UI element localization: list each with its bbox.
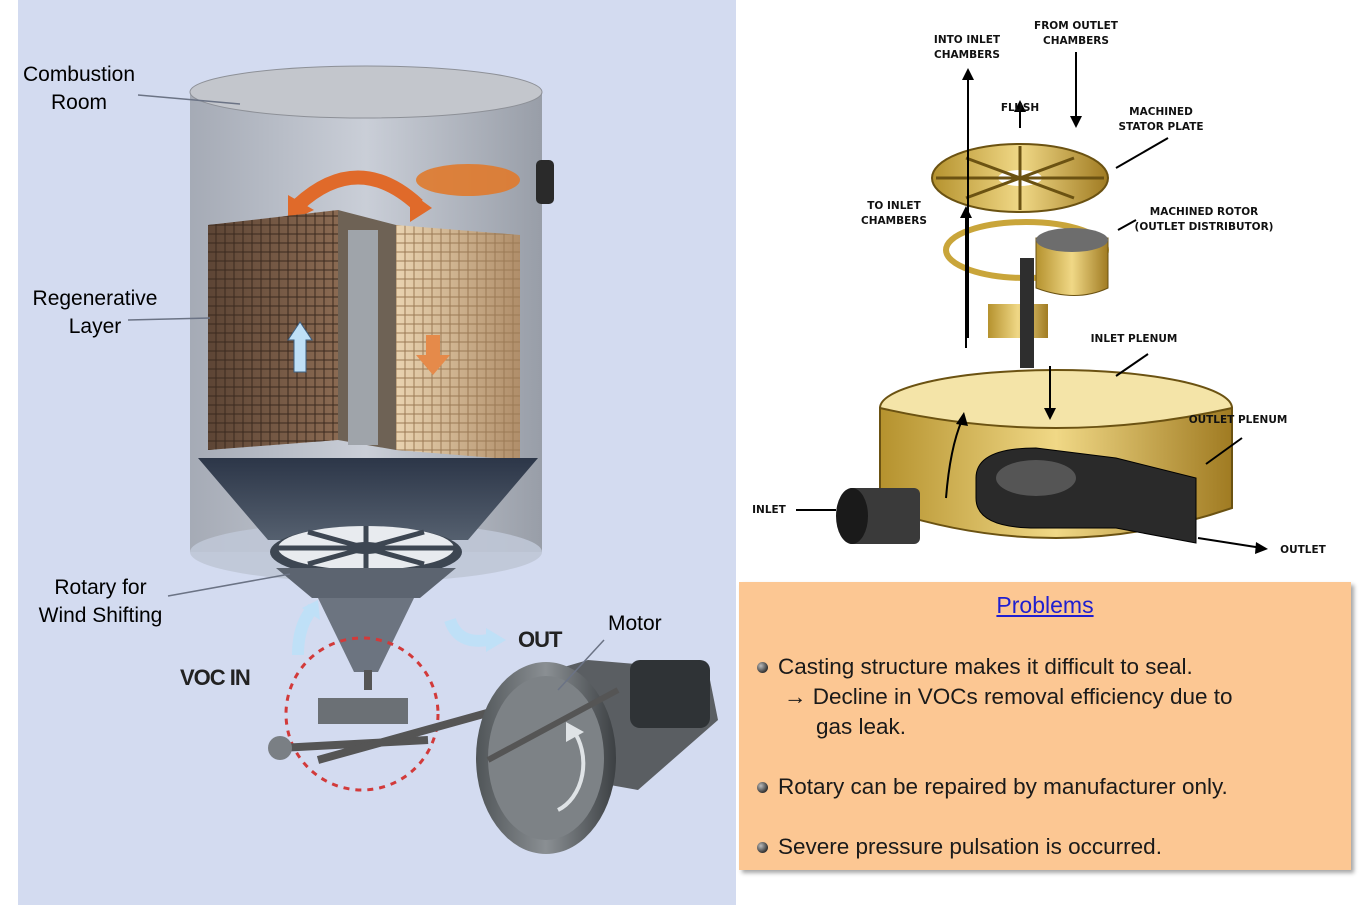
plenum-cone	[198, 458, 538, 540]
regenerative-bed	[208, 210, 520, 460]
rto-diagram-panel: Combustion Room Regenerative Layer Rotar…	[18, 0, 736, 905]
inlet-plenum-label: INLET PLENUM	[1091, 333, 1178, 345]
from-outlet-label-line2: CHAMBERS	[1043, 35, 1109, 47]
downflow-arrow-icon	[416, 335, 450, 375]
outlet-label: OUTLET	[1280, 544, 1326, 556]
rotary-valve-exploded-diagram: INTO INLET CHAMBERS FROM OUTLET CHAMBERS…	[736, 8, 1352, 578]
problems-panel: Problems Casting structure makes it diff…	[739, 582, 1351, 870]
detail-highlight-circle	[284, 636, 440, 792]
problem-item-1-sub-line2: gas leak.	[816, 714, 907, 739]
bullet-icon	[757, 842, 768, 853]
voc-in-label: VOC IN	[180, 665, 251, 690]
to-inlet-label-line1: TO INLET	[867, 200, 921, 212]
stator-label-line1: MACHINED	[1129, 106, 1193, 118]
rotor-icon	[943, 219, 1109, 368]
inlet-label: INLET	[752, 504, 787, 516]
rotor-label-line1: MACHINED ROTOR	[1150, 206, 1259, 218]
from-outlet-label-line1: FROM OUTLET	[1034, 20, 1119, 32]
outlet-plenum-icon	[975, 447, 1197, 544]
out-label: OUT	[518, 627, 562, 652]
rotary-label: Rotary for Wind Shifting	[38, 576, 163, 627]
stator-plate-icon	[931, 143, 1109, 213]
to-inlet-label-line2: CHAMBERS	[861, 215, 927, 227]
stator-label-line2: STATOR PLATE	[1118, 121, 1203, 133]
drive-linkage	[279, 670, 500, 764]
flow-arrows	[796, 52, 1263, 549]
problem-item-3: Severe pressure pulsation is occurred.	[757, 832, 1162, 862]
bullet-icon	[757, 782, 768, 793]
motor-label: Motor	[608, 612, 662, 635]
problem-item-1-sub-line1: → Decline in VOCs removal efficiency due…	[784, 684, 1233, 709]
motor-icon	[476, 660, 718, 854]
inlet-pipe-icon	[836, 488, 920, 544]
problem-item-2: Rotary can be repaired by manufacturer o…	[757, 772, 1228, 802]
flush-label: FLUSH	[1001, 102, 1039, 114]
flow-arrow-icon	[293, 170, 423, 211]
problem-item-1: Casting structure makes it difficult to …	[757, 652, 1193, 682]
regenerative-layer-label: Regenerative Layer	[32, 287, 158, 338]
rto-illustration	[127, 65, 718, 854]
bullet-icon	[757, 662, 768, 673]
problems-title-link[interactable]: Problems	[996, 592, 1094, 618]
rotary-valve-icon	[270, 526, 462, 672]
into-inlet-label-line2: CHAMBERS	[934, 49, 1000, 61]
out-arrow-icon	[444, 617, 489, 647]
burner-flame-icon	[416, 164, 520, 196]
into-inlet-label-line1: INTO INLET	[934, 34, 1001, 46]
upflow-arrow-icon	[287, 321, 313, 373]
rotor-label-line2: (OUTLET DISTRIBUTOR)	[1135, 221, 1274, 233]
voc-in-arrow-icon	[292, 604, 318, 656]
outlet-plenum-label: OUTLET PLENUM	[1189, 414, 1288, 426]
combustion-room-label: Combustion Room	[22, 63, 136, 114]
crank-block	[318, 698, 408, 724]
